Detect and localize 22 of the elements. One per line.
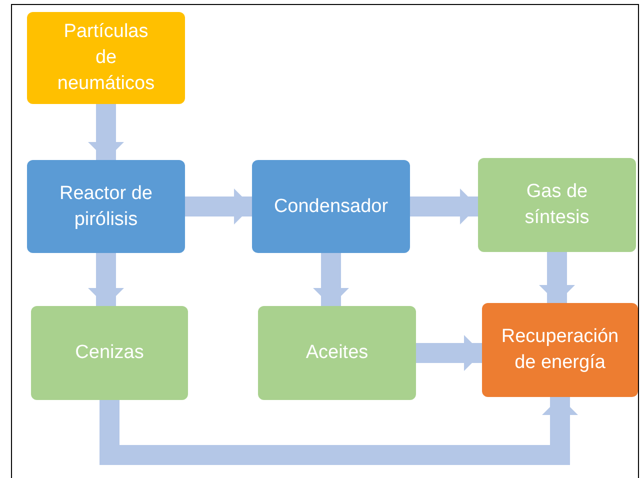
box-label: Reactor de pirólisis <box>59 182 153 232</box>
process-box <box>27 160 185 253</box>
block-arrow <box>416 335 482 371</box>
process-box <box>252 160 410 253</box>
box-label: Gas de síntesis <box>524 180 590 230</box>
box-label: Partículas de neumáticos <box>57 20 155 96</box>
block-arrow <box>100 397 578 465</box>
process-box <box>27 12 185 104</box>
block-arrow <box>313 253 349 306</box>
block-arrow <box>88 253 124 306</box>
process-box <box>258 306 416 400</box>
process-box <box>478 158 636 252</box>
block-arrow <box>539 252 575 303</box>
block-arrow <box>410 188 478 224</box>
block-arrow <box>185 188 252 224</box>
box-label: Aceites <box>306 341 368 365</box>
box-label: Recuperación de energía <box>501 325 619 375</box>
box-label: Condensador <box>274 194 388 218</box>
process-box <box>482 303 638 397</box>
process-box <box>31 306 188 400</box>
box-label: Cenizas <box>75 341 144 365</box>
block-arrow <box>88 104 124 160</box>
